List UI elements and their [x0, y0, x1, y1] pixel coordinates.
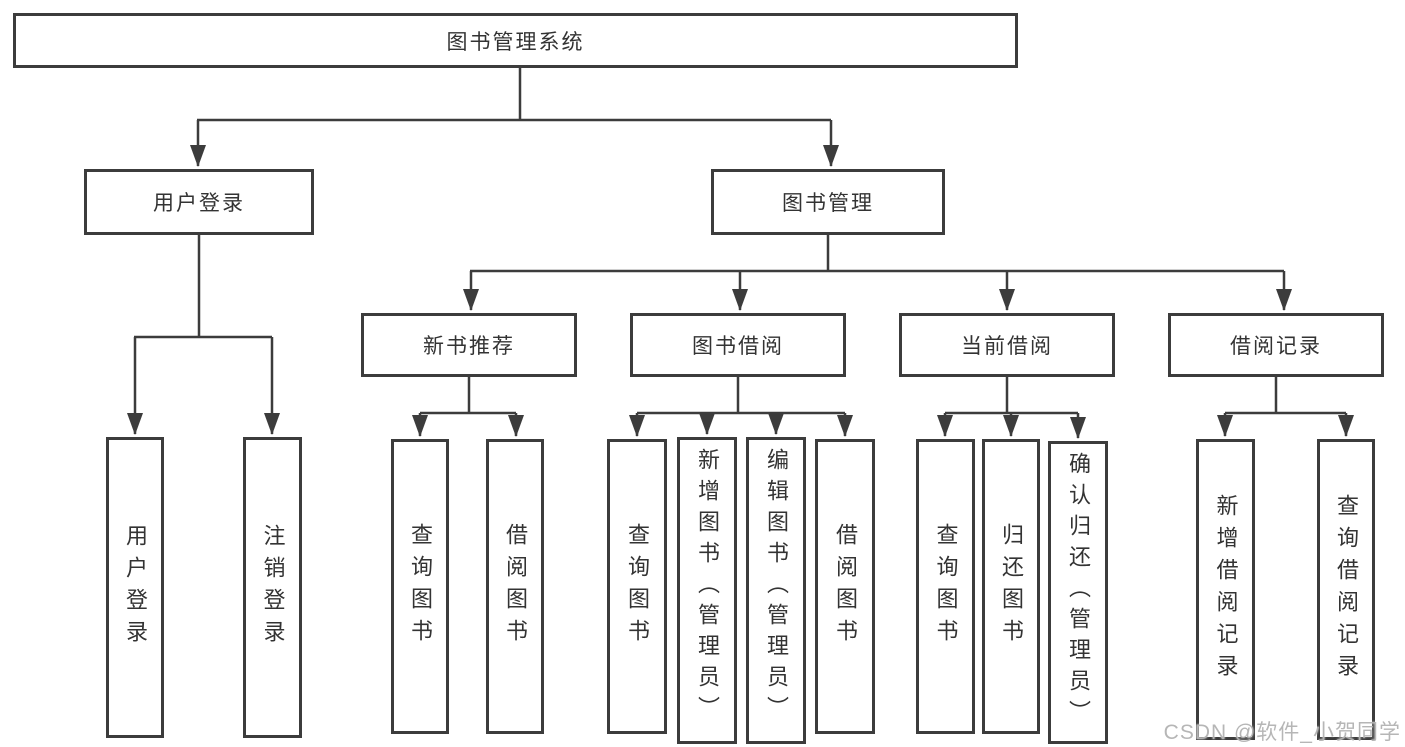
leaf-recommend-query-books: 查询图书	[391, 439, 449, 734]
leaf-borrowing-borrow-books-label: 借阅图书	[833, 522, 858, 651]
leaf-add-borrow-record: 新增借阅记录	[1196, 439, 1255, 740]
node-borrowing-records-label: 借阅记录	[1230, 335, 1322, 358]
node-borrowing-records: 借阅记录	[1168, 313, 1384, 377]
leaf-recommend-borrow-books: 借阅图书	[486, 439, 544, 734]
leaf-add-books-admin-label: 新增图书（管理员）	[695, 448, 720, 727]
node-current-borrowing-label: 当前借阅	[961, 335, 1053, 358]
leaf-confirm-return-admin-label: 确认归还（管理员）	[1066, 452, 1091, 731]
node-root-label: 图书管理系统	[446, 30, 585, 54]
node-user-login: 用户登录	[84, 169, 314, 235]
node-new-book-recommend-label: 新书推荐	[423, 335, 515, 358]
leaf-add-books-admin: 新增图书（管理员）	[677, 437, 737, 744]
node-book-management-label: 图书管理	[782, 192, 874, 215]
leaf-query-borrow-record-label: 查询借阅记录	[1334, 493, 1359, 686]
leaf-return-books: 归还图书	[982, 439, 1040, 734]
node-book-borrowing-label: 图书借阅	[692, 335, 784, 358]
leaf-query-borrow-record: 查询借阅记录	[1317, 439, 1375, 740]
leaf-current-query-books-label: 查询图书	[933, 522, 959, 651]
leaf-user-login-label: 用户登录	[123, 523, 148, 652]
leaf-add-borrow-record-label: 新增借阅记录	[1213, 493, 1239, 686]
csdn-watermark: CSDN @软件_小贺同学	[1163, 721, 1401, 744]
node-root: 图书管理系统	[13, 13, 1018, 68]
node-new-book-recommend: 新书推荐	[361, 313, 577, 377]
leaf-edit-books-admin-label: 编辑图书（管理员）	[764, 448, 789, 727]
leaf-edit-books-admin: 编辑图书（管理员）	[746, 437, 806, 744]
leaf-confirm-return-admin: 确认归还（管理员）	[1048, 441, 1108, 744]
leaf-borrowing-query-books: 查询图书	[607, 439, 667, 734]
node-book-management: 图书管理	[711, 169, 945, 235]
leaf-return-books-label: 归还图书	[999, 522, 1024, 651]
leaf-recommend-query-books-label: 查询图书	[408, 522, 433, 651]
leaf-borrowing-borrow-books: 借阅图书	[815, 439, 875, 734]
leaf-logout: 注销登录	[243, 437, 302, 738]
node-current-borrowing: 当前借阅	[899, 313, 1115, 377]
node-book-borrowing: 图书借阅	[630, 313, 846, 377]
leaf-current-query-books: 查询图书	[916, 439, 975, 734]
leaf-borrowing-query-books-label: 查询图书	[625, 522, 650, 651]
leaf-logout-label: 注销登录	[260, 523, 286, 652]
leaf-recommend-borrow-books-label: 借阅图书	[503, 522, 528, 651]
node-user-login-label: 用户登录	[153, 192, 245, 215]
leaf-user-login: 用户登录	[106, 437, 164, 738]
